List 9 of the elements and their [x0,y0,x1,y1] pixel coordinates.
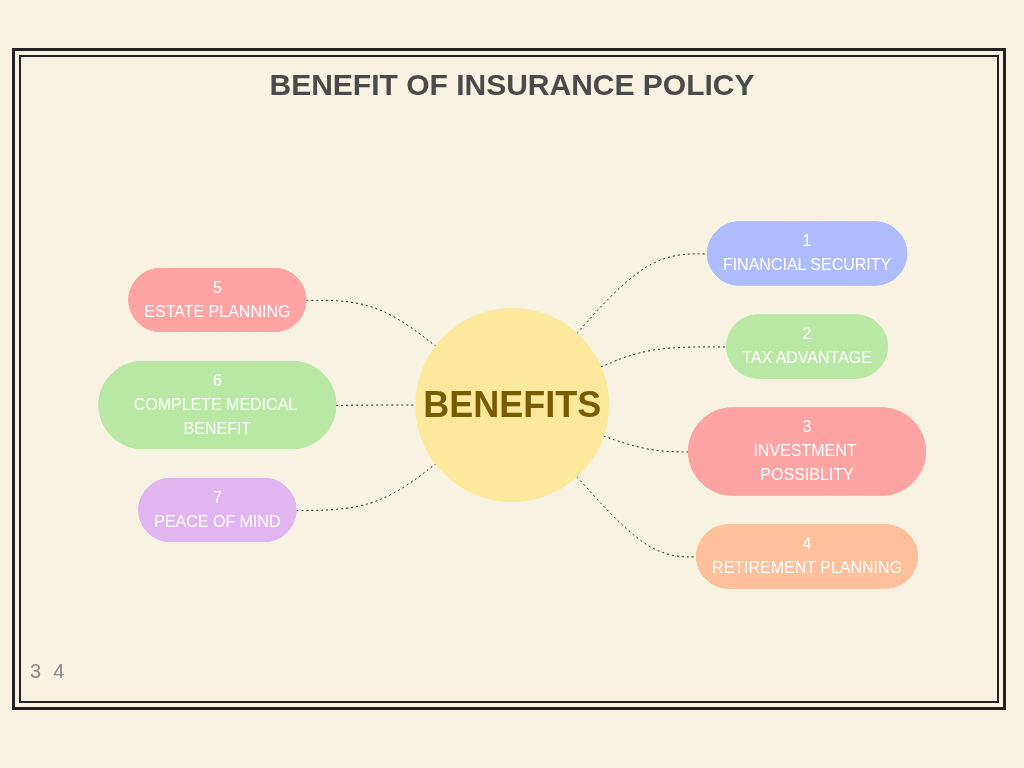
connector [600,346,728,368]
number-label: 3 [30,660,42,682]
number-label: 4 [53,660,65,682]
connector [602,435,690,453]
connector [335,404,416,406]
connector [305,299,436,347]
node-circle: BENEFITS [415,308,609,502]
title: BENEFIT OF INSURANCE POLICY [268,68,756,102]
connector [295,463,436,511]
